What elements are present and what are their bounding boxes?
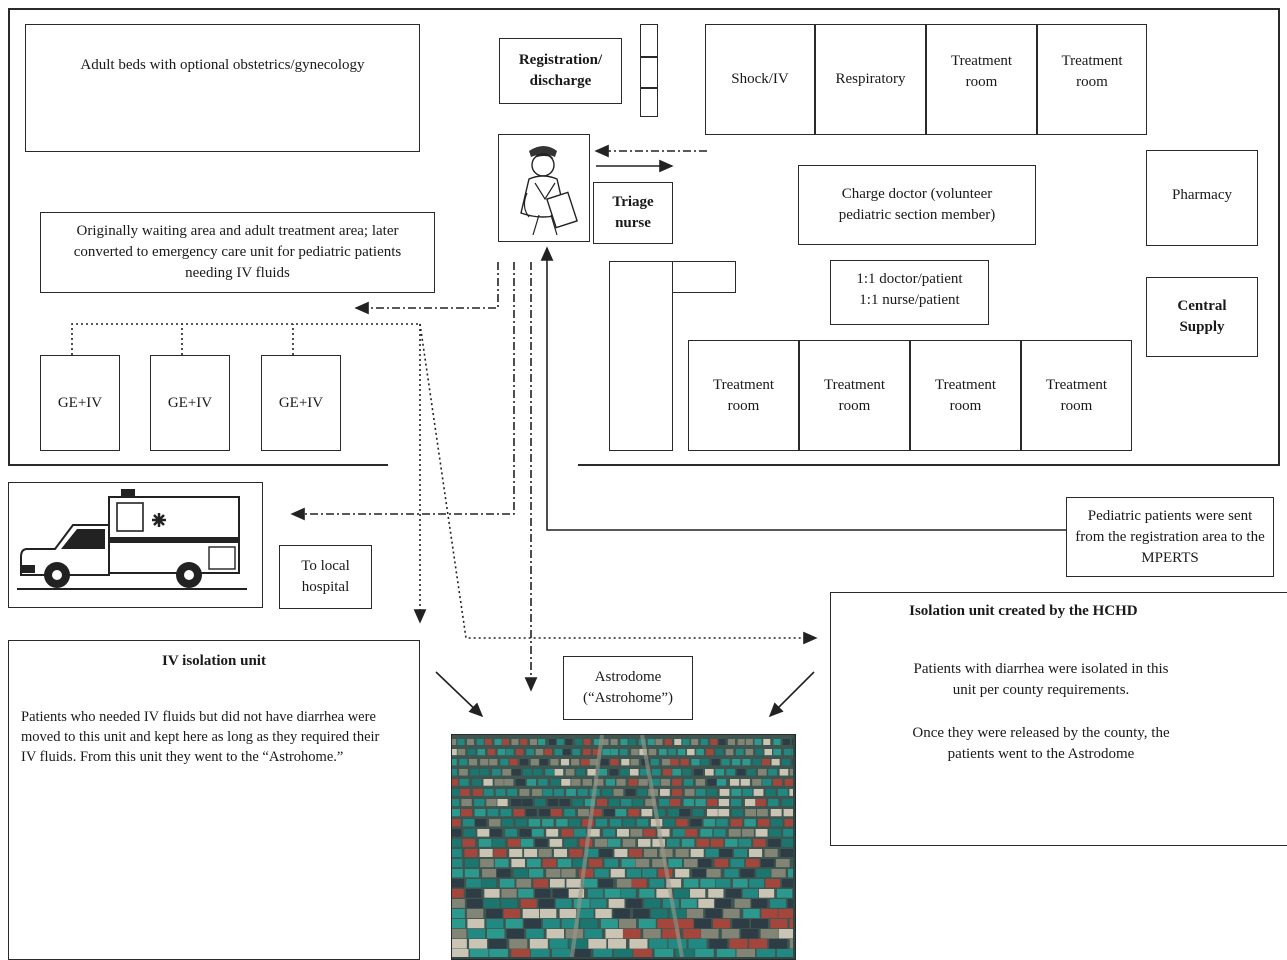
ambulance-icon [9, 483, 259, 603]
room-treatment-top-2: Treatment room [1037, 24, 1147, 135]
pharmacy-label: Pharmacy [1172, 185, 1232, 206]
hchd-isolation-unit: Isolation unit created by the HCHD Patie… [830, 592, 1287, 846]
astrodome-box: Astrodome (“Astrohome”) [563, 656, 693, 720]
room-label: Shock/IV [720, 69, 800, 90]
ge-iv-unit-1: GE+IV [40, 355, 120, 451]
waiting-area-label: Originally waiting area and adult treatm… [65, 221, 410, 284]
ratio-nurse: 1:1 nurse/patient [831, 290, 988, 311]
room-label: Treatment room [704, 375, 784, 417]
central-supply-label: Central Supply [1167, 296, 1237, 338]
room-respiratory: Respiratory [815, 24, 926, 135]
astrodome-label: Astrodome (“Astrohome”) [573, 667, 683, 709]
charge-doctor-box: Charge doctor (volunteer pediatric secti… [798, 165, 1036, 245]
ge-iv-label: GE+IV [58, 393, 102, 414]
counter-divider [641, 87, 657, 89]
triage-nurse-illustration [498, 134, 590, 242]
iv-isolation-title: IV isolation unit [9, 651, 419, 672]
hchd-isolation-body-2: Once they were released by the county, t… [901, 723, 1181, 765]
iv-isolation-unit: IV isolation unit Patients who needed IV… [8, 640, 420, 960]
registration-discharge-box: Registration/ discharge [499, 38, 622, 104]
adult-beds-area: Adult beds with optional obstetrics/gyne… [25, 24, 420, 152]
room-label: Treatment room [1052, 51, 1132, 93]
triage-nurse-label: Triage nurse [603, 192, 663, 234]
room-label: Treatment room [926, 375, 1006, 417]
arrow-hchd-to-astrodome [770, 672, 814, 716]
triage-nurse-box: Triage nurse [593, 182, 673, 244]
hchd-isolation-title: Isolation unit created by the HCHD [831, 601, 1216, 622]
astrodome-photo [451, 734, 796, 960]
charge-doctor-label: Charge doctor (volunteer pediatric secti… [817, 184, 1017, 226]
to-local-hospital-box: To local hospital [279, 545, 372, 609]
room-treatment-bottom-4: Treatment room [1021, 340, 1132, 451]
room-treatment-bottom-3: Treatment room [910, 340, 1021, 451]
nurse-icon [499, 135, 589, 241]
arrow-iv-to-astrodome [436, 672, 482, 716]
corridor-block-small [672, 261, 736, 293]
ratio-box: 1:1 doctor/patient 1:1 nurse/patient [830, 260, 989, 325]
ge-iv-unit-2: GE+IV [150, 355, 230, 451]
central-supply-box: Central Supply [1146, 277, 1258, 357]
room-label: Treatment room [1037, 375, 1117, 417]
building-right-wall [1278, 8, 1280, 466]
ge-iv-label: GE+IV [279, 393, 323, 414]
pharmacy-box: Pharmacy [1146, 150, 1258, 246]
building-bottom-wall-left [8, 464, 388, 466]
waiting-area-box: Originally waiting area and adult treatm… [40, 212, 435, 293]
ge-iv-unit-3: GE+IV [261, 355, 341, 451]
room-treatment-bottom-2: Treatment room [799, 340, 910, 451]
building-top-wall [8, 8, 1280, 10]
room-shock-iv: Shock/IV [705, 24, 815, 135]
registration-counter [640, 24, 658, 117]
room-treatment-top-1: Treatment room [926, 24, 1037, 135]
room-label: Treatment room [942, 51, 1022, 93]
room-label: Treatment room [815, 375, 895, 417]
corridor-block [609, 261, 673, 451]
hchd-isolation-body-1: Patients with diarrhea were isolated in … [901, 659, 1181, 701]
iv-isolation-body: Patients who needed IV fluids but did no… [21, 707, 381, 767]
counter-divider [641, 56, 657, 58]
building-bottom-wall-right [578, 464, 1280, 466]
room-label: Respiratory [826, 69, 916, 90]
adult-beds-label: Adult beds with optional obstetrics/gyne… [26, 55, 419, 76]
ratio-doctor: 1:1 doctor/patient [831, 269, 988, 290]
ambulance-box [8, 482, 263, 608]
building-left-wall [8, 8, 10, 466]
to-local-hospital-label: To local hospital [291, 556, 361, 598]
room-treatment-bottom-1: Treatment room [688, 340, 799, 451]
astrodome-cots-image [452, 735, 793, 957]
ge-iv-label: GE+IV [168, 393, 212, 414]
pediatric-note-box: Pediatric patients were sent from the re… [1066, 497, 1274, 577]
pediatric-note-label: Pediatric patients were sent from the re… [1075, 506, 1265, 569]
registration-discharge-label: Registration/ discharge [511, 50, 611, 92]
ge-distribution-line [72, 324, 420, 355]
